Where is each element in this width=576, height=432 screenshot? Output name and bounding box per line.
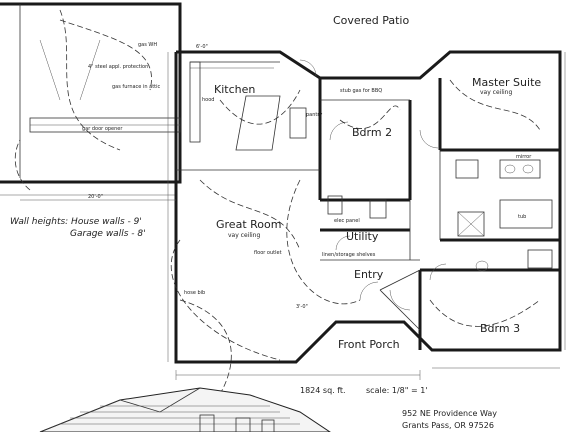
- dimension-3ft: 3'-0": [296, 304, 308, 310]
- hood-note: hood: [202, 97, 214, 103]
- gas-furnace-note: gas furnace in attic: [112, 84, 160, 90]
- interior-walls: [176, 78, 560, 350]
- address-line-2: Grants Pass, OR 97526: [402, 421, 494, 430]
- dimension-20ft: 20'-0": [88, 194, 103, 200]
- scale-label: scale: 1/8" = 1': [366, 386, 427, 395]
- master-suite-label: Master Suite: [472, 76, 541, 89]
- dimension-6ft: 6'-0": [196, 44, 208, 50]
- wall-height-house-note: Wall heights: House walls - 9': [10, 217, 142, 227]
- gas-wh-note: gas WH: [138, 42, 157, 48]
- wall-height-garage-note: Garage walls - 8': [70, 229, 146, 239]
- address-line-1: 952 NE Providence Way: [402, 409, 497, 418]
- kitchen-label: Kitchen: [214, 83, 255, 96]
- covered-patio-label: Covered Patio: [333, 14, 409, 27]
- front-porch-label: Front Porch: [338, 338, 400, 351]
- tub-note: tub: [518, 214, 526, 220]
- kitchen-cabinets: [189, 61, 307, 151]
- bdrm2-label: Bdrm 2: [352, 126, 392, 139]
- pantry-note: pantry: [306, 112, 322, 118]
- master-ceiling-label: vay ceiling: [480, 89, 512, 96]
- garage: [0, 2, 182, 196]
- elec-panel-note: elec panel: [334, 218, 360, 224]
- hose-bib-note: hose bib: [184, 290, 205, 296]
- utility-label: Utility: [346, 230, 379, 243]
- stub-gas-note: stub gas for BBQ: [340, 88, 382, 94]
- great-room-ceiling-label: vay ceiling: [228, 232, 260, 239]
- house-outline: [174, 50, 562, 364]
- gar-door-opener-note: gar door opener: [82, 126, 123, 132]
- dimension-lines: [20, 52, 566, 380]
- bath-fixtures: [327, 159, 553, 272]
- bdrm3-label: Bdrm 3: [480, 322, 520, 335]
- mirror-note: mirror: [516, 154, 532, 160]
- linen-storage-note: linen/storage shelves: [322, 252, 376, 258]
- entry-label: Entry: [354, 268, 384, 281]
- area-label: 1824 sq. ft.: [300, 386, 346, 395]
- elevation-sketch: [39, 387, 331, 432]
- door-swings: [299, 59, 447, 311]
- steel-appl-note: 4" steel appl. protection: [88, 64, 148, 70]
- floor-outlet-note: floor outlet: [254, 250, 282, 256]
- great-room-label: Great Room: [216, 218, 281, 231]
